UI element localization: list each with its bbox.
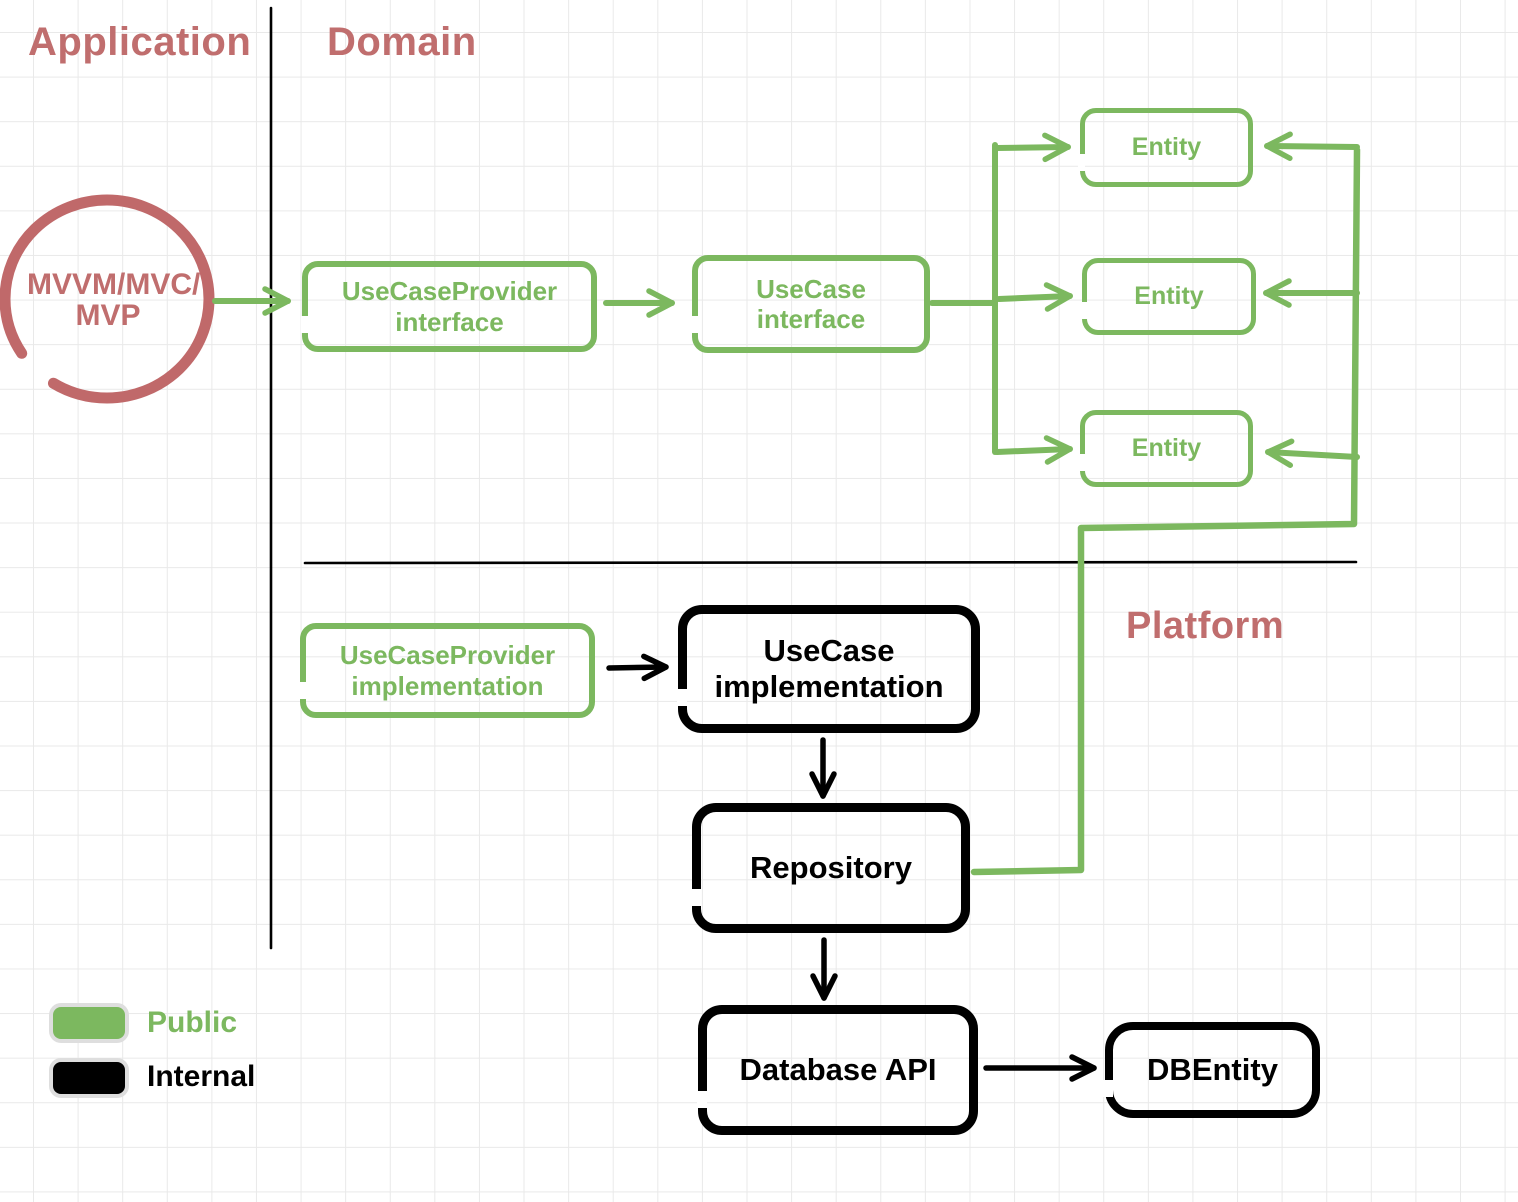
domain-platform-divider-line [303, 560, 1358, 565]
mvvm-pattern-line2: MVP [75, 299, 141, 332]
node-usecase-implementation: UseCase implementation [677, 605, 980, 733]
node-usecase-provider-implementation: UseCaseProvider implementation [299, 623, 595, 718]
node-usecase-provider-interface: UseCaseProvider interface [301, 261, 597, 352]
legend-swatch-internal [53, 1062, 125, 1094]
arrow-ucp-impl-to-uc-impl [606, 653, 669, 682]
arrow-branch-to-entity2 [996, 282, 1073, 312]
node-entity-2: Entity [1080, 258, 1256, 335]
legend-label-public: Public [147, 1006, 238, 1039]
arrow-loop-to-entity3 [1265, 438, 1360, 469]
layer-title-platform: Platform [1126, 605, 1285, 647]
arrow-branch-to-entity3 [994, 435, 1073, 465]
arrow-loop-to-entity1 [1264, 131, 1360, 162]
layer-title-domain: Domain [327, 20, 477, 64]
mvvm-pattern-line1: MVVM/MVC/ [27, 268, 201, 301]
node-repository: Repository [691, 803, 970, 933]
node-database-api: Database API [697, 1005, 978, 1135]
node-entity-1: Entity [1078, 108, 1253, 187]
legend-label-internal: Internal [147, 1060, 256, 1093]
node-entity-3: Entity [1078, 410, 1253, 487]
node-dbentity: DBEntity [1103, 1022, 1320, 1118]
mvvm-pattern-label: MVVM/MVC/ MVP [27, 268, 201, 332]
layer-title-application: Application [28, 20, 252, 64]
arrow-branch-to-entity1 [994, 132, 1071, 163]
node-usecase-interface: UseCase interface [691, 255, 930, 353]
legend-swatch-public [53, 1007, 125, 1039]
